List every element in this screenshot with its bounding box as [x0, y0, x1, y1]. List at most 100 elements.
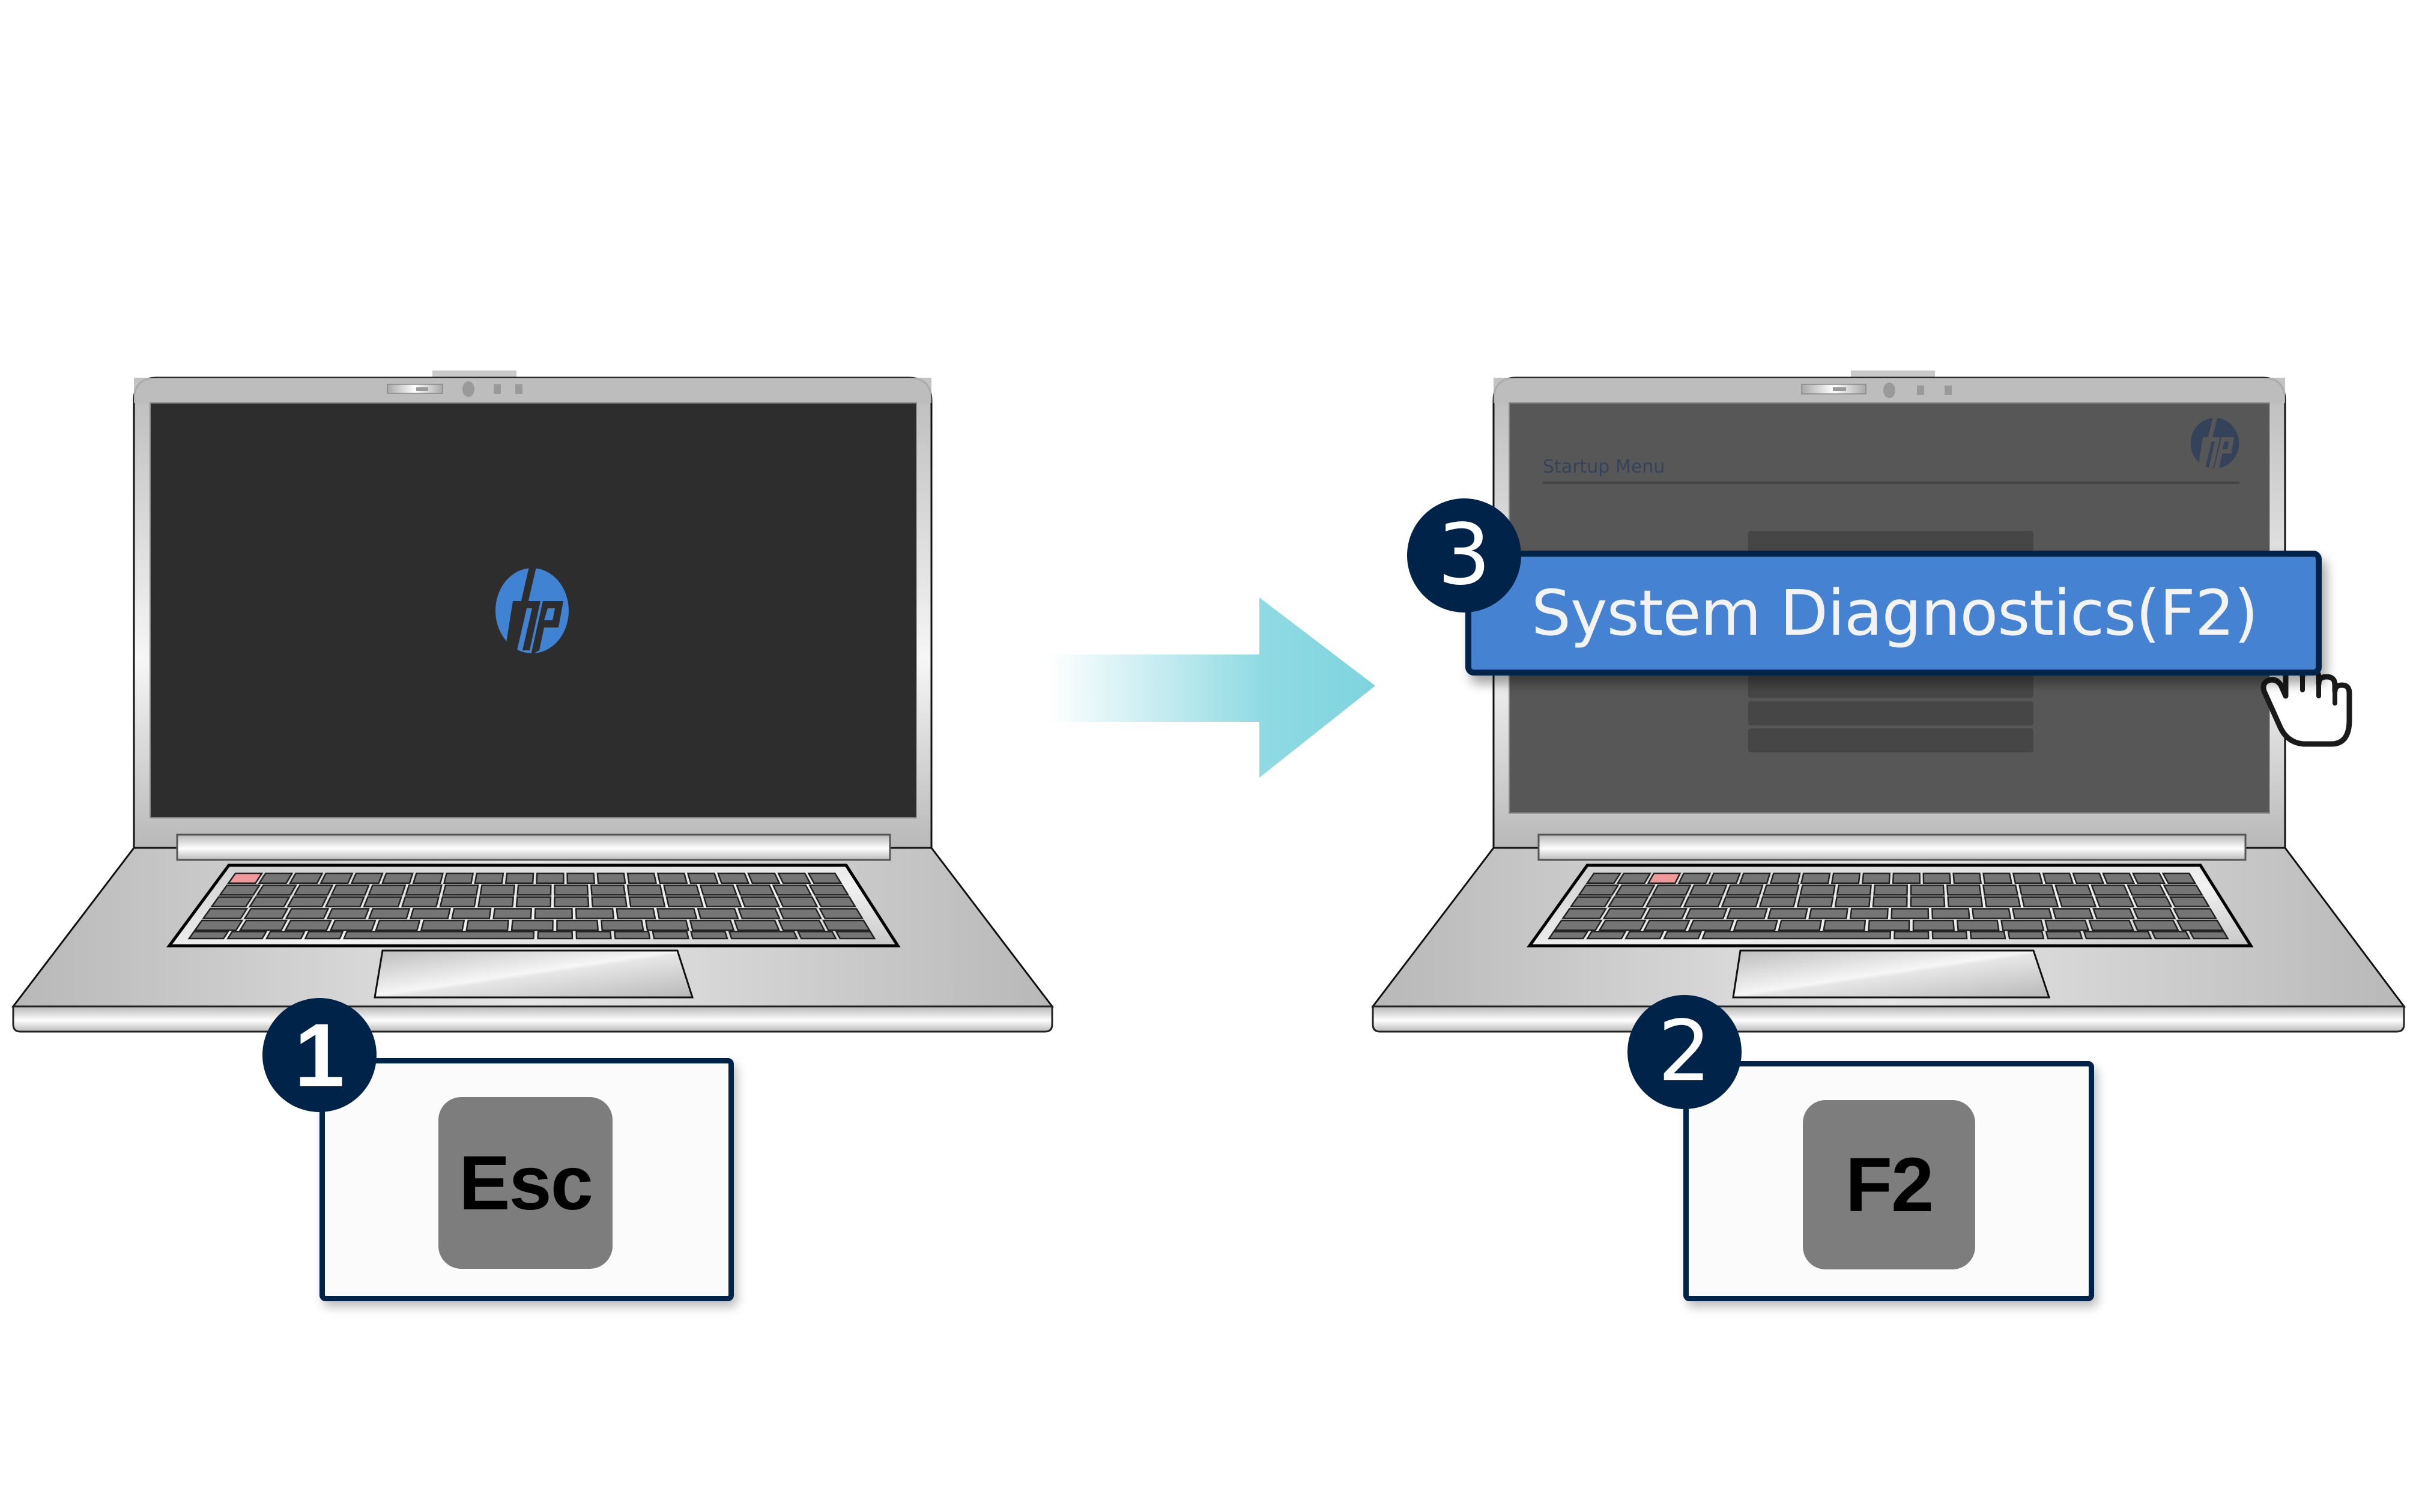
keyboard-key[interactable]: [1762, 884, 1800, 896]
keyboard-key[interactable]: [2021, 896, 2059, 908]
keyboard-key[interactable]: [591, 896, 628, 908]
keyboard-key[interactable]: [575, 908, 615, 919]
keyboard-key[interactable]: [728, 931, 799, 940]
keyboard-key[interactable]: [226, 931, 268, 940]
keyboard-key[interactable]: [2161, 872, 2197, 884]
keyboard-key[interactable]: [1972, 908, 2012, 919]
keyboard-key[interactable]: [1602, 908, 1648, 919]
keyboard-key[interactable]: [1834, 896, 1871, 908]
keyboard-key[interactable]: [554, 896, 590, 908]
keyboard-key[interactable]: [1685, 908, 1728, 919]
keyboard-key[interactable]: [330, 884, 370, 896]
keyboard-key[interactable]: [412, 872, 444, 884]
keyboard-key[interactable]: [2045, 931, 2083, 940]
keyboard-key[interactable]: [613, 931, 651, 940]
keyboard-key[interactable]: [601, 919, 644, 931]
keyboard-key[interactable]: [2151, 931, 2191, 940]
keyboard-key[interactable]: [717, 872, 750, 884]
keyboard-key[interactable]: [343, 931, 535, 940]
keyboard-key[interactable]: [2088, 919, 2135, 931]
keyboard-key[interactable]: [1652, 884, 1692, 896]
keyboard-key[interactable]: [1922, 872, 1951, 884]
keyboard-key[interactable]: [2172, 908, 2218, 919]
keyboard-key[interactable]: [819, 908, 864, 919]
keyboard-key[interactable]: [1683, 896, 1723, 908]
keyboard-key[interactable]: [1644, 908, 1688, 919]
keyboard-key[interactable]: [737, 908, 781, 919]
keyboard-key[interactable]: [288, 872, 324, 884]
keyboard-key[interactable]: [2054, 884, 2093, 896]
keyboard-key[interactable]: [1956, 919, 2000, 931]
esc-key[interactable]: Esc: [438, 1097, 613, 1269]
keyboard-key[interactable]: [1952, 872, 1982, 884]
keyboard-key[interactable]: [477, 896, 515, 908]
highlighted-key[interactable]: [226, 872, 264, 884]
keyboard-key[interactable]: [1607, 896, 1649, 908]
keyboard-key[interactable]: [285, 908, 330, 919]
keyboard-key[interactable]: [420, 919, 465, 931]
keyboard-key[interactable]: [319, 872, 354, 884]
keyboard-key[interactable]: [1624, 931, 1665, 940]
keyboard-key[interactable]: [1769, 872, 1801, 884]
keyboard-key[interactable]: [2044, 919, 2090, 931]
keyboard-key[interactable]: [1733, 919, 1779, 931]
keyboard-key[interactable]: [1739, 872, 1771, 884]
keyboard-key[interactable]: [686, 872, 719, 884]
keyboard-key[interactable]: [1578, 884, 1620, 896]
keyboard-key[interactable]: [626, 872, 657, 884]
keyboard-key[interactable]: [409, 908, 451, 919]
keyboard-key[interactable]: [439, 896, 477, 908]
keyboard-key[interactable]: [442, 884, 479, 896]
keyboard-key[interactable]: [689, 919, 735, 931]
keyboard-key[interactable]: [451, 908, 492, 919]
keyboard-key[interactable]: [368, 884, 407, 896]
keyboard-key[interactable]: [822, 919, 871, 931]
system-diagnostics-menu-item[interactable]: System Diagnostics(F2): [1465, 551, 2322, 676]
keyboard-key[interactable]: [1677, 872, 1712, 884]
keyboard-key[interactable]: [1569, 896, 1612, 908]
keyboard-key[interactable]: [1799, 884, 1836, 896]
keyboard-key[interactable]: [202, 908, 249, 919]
keyboard-key[interactable]: [465, 919, 510, 931]
keyboard-key[interactable]: [510, 919, 554, 931]
keyboard-key[interactable]: [703, 896, 742, 908]
keyboard-key[interactable]: [368, 908, 411, 919]
keyboard-key[interactable]: [736, 884, 775, 896]
keyboard-key[interactable]: [2132, 908, 2176, 919]
keyboard-key[interactable]: [626, 884, 664, 896]
keyboard-key[interactable]: [515, 896, 552, 908]
keyboard-key[interactable]: [2102, 872, 2136, 884]
keyboard-key[interactable]: [2007, 931, 2045, 940]
keyboard-key[interactable]: [1561, 908, 1608, 919]
keyboard-key[interactable]: [1721, 896, 1760, 908]
keyboard-key[interactable]: [1830, 872, 1861, 884]
keyboard-key[interactable]: [256, 884, 297, 896]
keyboard-key[interactable]: [1643, 919, 1691, 931]
keyboard-key[interactable]: [2083, 931, 2152, 940]
keyboard-key[interactable]: [690, 931, 728, 940]
keyboard-key[interactable]: [596, 872, 626, 884]
keyboard-key[interactable]: [796, 931, 837, 940]
keyboard-key[interactable]: [479, 884, 516, 896]
keyboard-key[interactable]: [492, 908, 533, 919]
keyboard-key[interactable]: [248, 896, 291, 908]
keyboard-key[interactable]: [405, 884, 443, 896]
keyboard-key[interactable]: [656, 908, 698, 919]
keyboard-key[interactable]: [516, 884, 552, 896]
keyboard-key[interactable]: [293, 884, 334, 896]
keyboard-key[interactable]: [1984, 896, 2021, 908]
keyboard-key[interactable]: [554, 884, 589, 896]
keyboard-key[interactable]: [1849, 908, 1889, 919]
keyboard-key[interactable]: [1688, 919, 1734, 931]
keyboard-key[interactable]: [1614, 884, 1656, 896]
keyboard-key[interactable]: [2095, 896, 2135, 908]
keyboard-key[interactable]: [286, 896, 328, 908]
keyboard-key[interactable]: [777, 872, 812, 884]
keyboard-key[interactable]: [1778, 919, 1823, 931]
keyboard-key[interactable]: [1663, 931, 1703, 940]
keyboard-key[interactable]: [1982, 872, 2013, 884]
keyboard-key[interactable]: [2000, 919, 2045, 931]
keyboard-key[interactable]: [1547, 931, 1589, 940]
keyboard-key[interactable]: [1836, 884, 1872, 896]
keyboard-key[interactable]: [381, 872, 414, 884]
